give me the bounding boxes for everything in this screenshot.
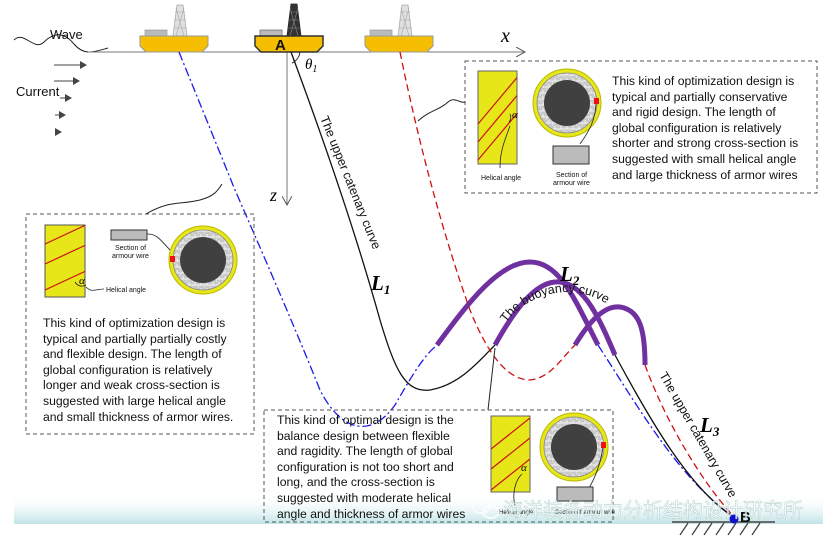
alpha-label-bottom: α bbox=[521, 462, 527, 474]
z-axis-label: z bbox=[269, 185, 277, 205]
panel-bottom-cross-section bbox=[539, 412, 609, 502]
watermark: 海洋装备动力分析结构设计研究所 bbox=[471, 498, 803, 522]
description-line: and rigid design. The length of bbox=[612, 105, 776, 120]
alpha-label-left: α bbox=[79, 275, 85, 287]
description-line: suggested with large helical angle bbox=[43, 393, 226, 408]
description-line: global configuration is relatively bbox=[43, 362, 213, 377]
seabed-band bbox=[14, 494, 823, 524]
panel-bottom-leader bbox=[487, 347, 496, 411]
current-arrows bbox=[54, 61, 87, 136]
panel-right-helical-strip bbox=[477, 70, 518, 169]
panel-left-description: This kind of optimization design is typi… bbox=[43, 316, 233, 425]
section-label-right-1: Section of bbox=[556, 172, 587, 179]
description-line: This kind of optimization design is bbox=[612, 74, 795, 88]
panel-bottom-helical-strip bbox=[490, 415, 531, 506]
description-line: and large thickness of armor wires bbox=[612, 167, 798, 182]
wave-label: Wave bbox=[50, 27, 83, 42]
point-a-label: A bbox=[275, 37, 286, 54]
description-line: balance design between flexible bbox=[277, 428, 450, 443]
description-line: angle and thickness of armor wires bbox=[277, 506, 466, 521]
blue-riser-lower bbox=[597, 344, 736, 519]
description-line: configuration is not too short and bbox=[277, 459, 454, 474]
description-line: typical and partially conservative bbox=[612, 89, 788, 104]
description-line: suggested with moderate helical bbox=[277, 490, 452, 505]
seabed-hatching bbox=[679, 522, 761, 536]
panel-right-cross-section bbox=[532, 68, 602, 165]
armour-wire-section-left bbox=[110, 229, 148, 241]
panel-right-description: This kind of optimization design is typi… bbox=[612, 74, 798, 183]
helical-angle-label-bottom: Helical angle bbox=[499, 510, 534, 516]
buoyancy-section-red bbox=[572, 304, 648, 366]
section-label-left-2: armour wire bbox=[112, 253, 149, 260]
description-line: suggested with small helical angle bbox=[612, 151, 797, 166]
buoyancy-section-blue bbox=[434, 259, 601, 347]
panel-bottom-description: This kind of optimal design is the balan… bbox=[277, 413, 465, 522]
description-line: This kind of optimization design is bbox=[43, 316, 226, 330]
helical-angle-label-right: Helical angle bbox=[481, 175, 521, 182]
panel-left-cross-section bbox=[146, 225, 238, 295]
description-line: long, and the cross-section is bbox=[277, 475, 435, 490]
black-riser-lower bbox=[614, 354, 736, 519]
black-riser-curve bbox=[290, 51, 496, 391]
current-label: Current bbox=[16, 84, 60, 99]
description-line: and flexible design. The length of bbox=[43, 347, 222, 362]
description-line: global configuration is relatively bbox=[612, 120, 782, 135]
description-line: longer and weak cross-section is bbox=[43, 378, 220, 393]
upper-catenary-label-1: The upper catenary curve bbox=[317, 114, 383, 251]
upper-catenary-label-3: The upper catenary curve bbox=[656, 370, 739, 500]
alpha-label-right: α bbox=[512, 109, 518, 121]
point-b-label: B bbox=[740, 509, 751, 526]
panel-left-helical-strip bbox=[44, 224, 105, 298]
panel-left-leader bbox=[145, 183, 223, 215]
vessel-left bbox=[139, 4, 209, 53]
helical-angle-label-left: Helical angle bbox=[106, 287, 146, 294]
description-line: typical and partially partially costly bbox=[43, 331, 227, 346]
l3-label: L3 bbox=[699, 413, 720, 439]
description-line: This kind of optimal design is the bbox=[277, 413, 454, 427]
red-riser-lower bbox=[644, 364, 736, 519]
vessel-right bbox=[364, 4, 434, 53]
red-riser-curve bbox=[399, 51, 576, 381]
panel-right-leader bbox=[417, 99, 466, 122]
panel-left-frame bbox=[25, 213, 255, 435]
section-label-left-1: Section of bbox=[115, 245, 146, 252]
section-label-right-2: armour wire bbox=[553, 180, 590, 187]
l2-label: L2 bbox=[559, 262, 580, 288]
description-line: and small thickness of armor wires. bbox=[43, 409, 234, 424]
x-axis-label: x bbox=[500, 25, 510, 47]
l1-label: L1 bbox=[370, 271, 390, 297]
description-line: shorter and strong cross-section is bbox=[612, 136, 799, 151]
buoyancy-section-black bbox=[492, 279, 618, 356]
blue-riser-curve bbox=[178, 51, 438, 427]
theta-arc bbox=[291, 51, 301, 64]
touchdown-point-b bbox=[729, 514, 739, 524]
watermark-text: 海洋装备动力分析结构设计研究所 bbox=[503, 498, 803, 522]
description-line: and ragidity. The length of global bbox=[277, 444, 453, 459]
theta-label: θ1 bbox=[305, 57, 317, 75]
section-label-bottom: Section of armour wire bbox=[555, 510, 616, 516]
vessel-a bbox=[254, 3, 324, 53]
panel-right-frame bbox=[464, 60, 818, 194]
